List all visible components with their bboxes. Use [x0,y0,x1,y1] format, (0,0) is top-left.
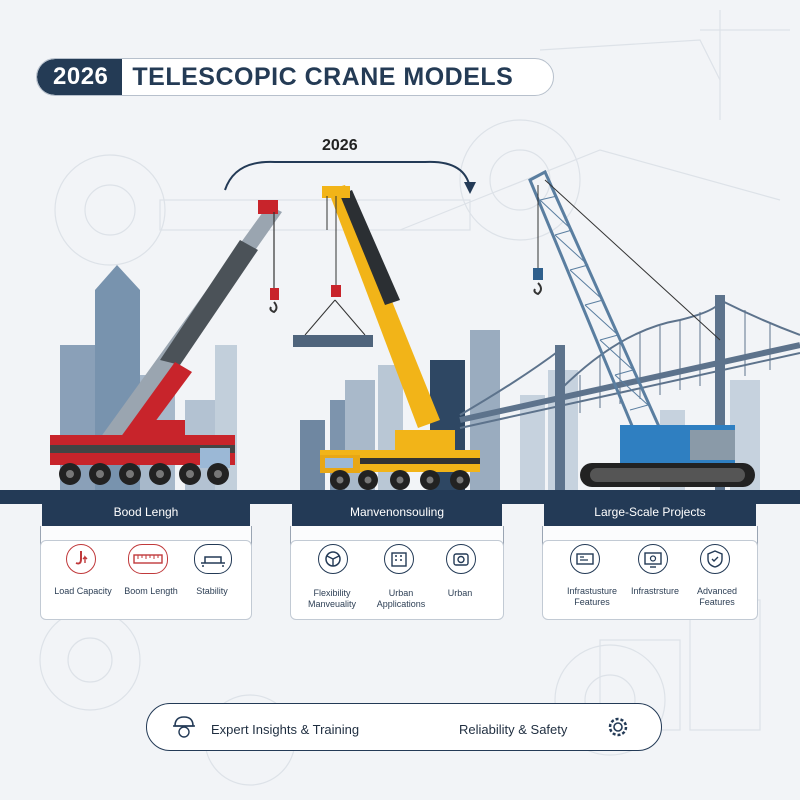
panel-header-maneuverability: Manvenonsouling [292,498,502,526]
outrigger-icon [194,544,232,574]
hook-icon [66,544,96,574]
shield-icon [700,544,730,574]
building-icon [384,544,414,574]
feature-label-infrastructure: Infrastrsture [630,586,679,596]
camera-icon [446,544,476,574]
footer-banner: Expert Insights & Training Reliability &… [146,703,662,751]
feature-label-infrastructure-features: Infrastusture Features [566,586,618,607]
title-year: 2026 [37,59,123,95]
blueprint-icon [570,544,600,574]
feature-label-boom-length: Boom Length [124,586,178,596]
crane-illustration [50,169,800,490]
bridge [459,295,800,490]
engineer-helmet-icon [169,712,199,742]
title-banner: 2026 TELESCOPIC CRANE MODELS [36,58,554,96]
feature-label-advanced-features: Advanced Features [696,586,738,607]
feature-label-urban-applications: Urban Applications [376,588,426,609]
gear-icon [603,712,633,742]
footer-label-expert-insights: Expert Insights & Training [211,722,360,737]
suspended-beam [293,299,373,347]
panel-header-large-scale: Large-Scale Projects [544,498,756,526]
timeline-label: 2026 [322,137,358,154]
feature-label-stability: Stability [196,586,228,596]
feature-label-load-capacity: Load Capacity [54,586,112,596]
ruler-icon [128,544,168,574]
feature-label-urban: Urban [447,588,473,598]
steering-icon [318,544,348,574]
red-telescopic-crane [50,200,282,485]
timeline-arrow [224,160,476,194]
feature-label-flexibility: Flexibility Manveuality [307,588,357,609]
panel-header-boom-length: Bood Lengh [42,498,250,526]
blue-crawler-crane [528,169,755,487]
page-title: TELESCOPIC CRANE MODELS [132,62,514,91]
footer-label-reliability-safety: Reliability & Safety [459,722,568,737]
monitor-icon [638,544,668,574]
yellow-telescopic-crane [320,185,480,490]
